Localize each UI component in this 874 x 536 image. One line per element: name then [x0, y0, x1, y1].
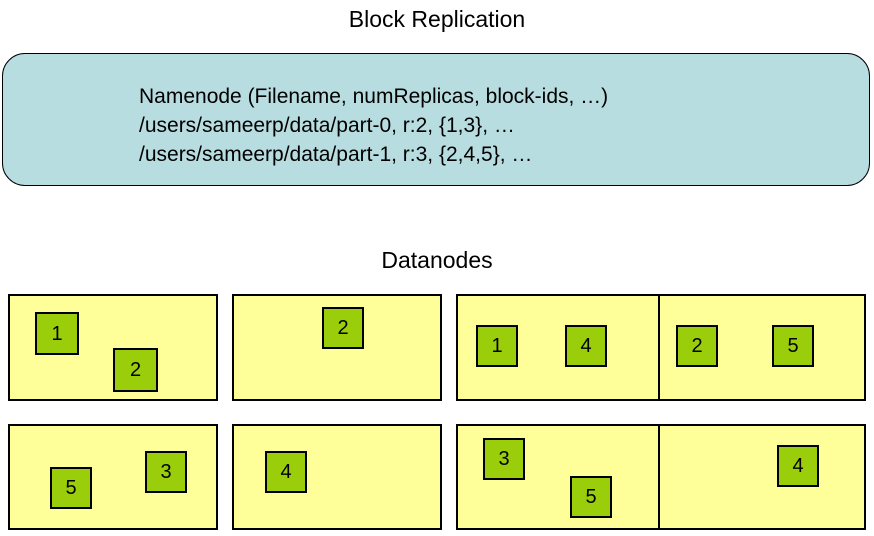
datanode-2: 2 [232, 294, 442, 401]
page-title: Block Replication [348, 6, 526, 32]
block-replica-3: 3 [483, 438, 525, 480]
block-replica-2: 2 [113, 348, 158, 392]
block-replica-5: 5 [570, 476, 612, 518]
block-id-label: 4 [580, 335, 592, 357]
block-replica-1: 1 [35, 312, 79, 355]
block-id-label: 5 [65, 477, 77, 499]
block-replica-4: 4 [777, 445, 819, 487]
namenode-text-block: Namenode (Filename, numReplicas, block-i… [139, 82, 608, 169]
namenode-line-part-0: /users/sameerp/data/part-0, r:2, {1,3}, … [139, 114, 515, 137]
block-replica-5: 5 [50, 467, 92, 509]
block-id-label: 3 [160, 461, 172, 483]
namenode-line-schema: Namenode (Filename, numReplicas, block-i… [139, 85, 609, 108]
namenode-panel: Namenode (Filename, numReplicas, block-i… [2, 53, 870, 186]
block-replica-2: 2 [322, 307, 364, 349]
block-id-label: 4 [280, 461, 292, 483]
block-id-label: 1 [51, 322, 63, 345]
block-id-label: 1 [491, 335, 503, 357]
block-replica-2: 2 [676, 325, 718, 367]
block-replica-1: 1 [476, 325, 518, 367]
block-id-label: 5 [787, 335, 799, 357]
block-replica-4: 4 [265, 451, 307, 493]
block-id-label: 3 [498, 448, 510, 470]
block-id-label: 4 [792, 455, 804, 477]
block-id-label: 2 [691, 335, 703, 357]
block-id-label: 2 [337, 317, 349, 339]
namenode-line-part-1: /users/sameerp/data/part-1, r:3, {2,4,5}… [139, 143, 533, 166]
block-id-label: 5 [585, 486, 597, 508]
datanodes-section-label: Datanodes [381, 247, 493, 273]
block-replica-3: 3 [145, 451, 187, 493]
block-id-label: 2 [129, 359, 142, 381]
datanode-8: 4 [658, 424, 866, 530]
block-replica-5: 5 [772, 325, 814, 367]
block-replica-4: 4 [565, 325, 607, 367]
datanode-6: 4 [232, 424, 442, 530]
